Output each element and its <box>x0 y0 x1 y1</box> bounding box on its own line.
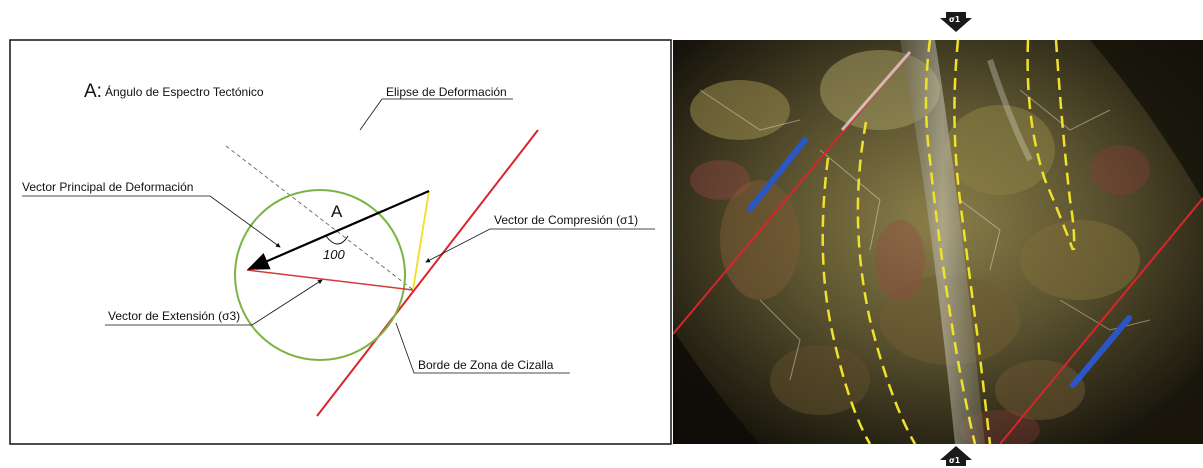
leader-compression-vector <box>425 228 655 263</box>
sigma1-bottom-arrow: σ1 <box>940 446 972 466</box>
foliation-trace-4 <box>953 40 992 444</box>
compression-vector-line <box>412 190 430 291</box>
leader-shear-zone-border <box>395 322 570 374</box>
foliation-trace-3 <box>924 40 977 444</box>
leader-principal-vector <box>22 195 281 248</box>
label-ellipse: Elipse de Deformación <box>386 85 507 99</box>
angle-title-text: Ángulo de Espectro Tectónico <box>105 84 264 99</box>
label-shear-zone-border: Borde de Zona de Cizalla <box>418 358 554 372</box>
angle-title-letter: A: <box>84 81 102 102</box>
leader-extension-vector <box>105 279 323 326</box>
kinematic-marker-lower <box>1070 315 1132 388</box>
photo-shear-border-lower <box>999 197 1203 444</box>
sigma1-top-arrow: σ1 <box>940 12 972 32</box>
outcrop-photo <box>673 40 1203 444</box>
shear-zone-border-line <box>316 129 539 417</box>
extension-vector-line <box>246 269 414 291</box>
angle-arc <box>325 235 349 245</box>
foliation-trace-2 <box>856 121 917 444</box>
svg-text:σ1: σ1 <box>949 456 960 465</box>
strain-ellipse <box>234 189 406 361</box>
diagram-panel <box>9 39 672 445</box>
kinematic-marker-upper <box>747 137 808 212</box>
foliation-trace-5 <box>1026 40 1075 251</box>
foliation-trace-6 <box>1054 40 1076 251</box>
leader-ellipse <box>359 98 513 131</box>
foliation-trace-1 <box>821 157 872 444</box>
svg-text:σ1: σ1 <box>949 15 960 24</box>
label-extension-vector: Vector de Extensión (σ3) <box>108 309 240 323</box>
label-compression-vector: Vector de Compresión (σ1) <box>494 213 638 227</box>
angle-letter: A <box>331 202 343 221</box>
label-principal-vector: Vector Principal de Deformación <box>22 180 193 194</box>
angle-value: 100 <box>323 247 345 262</box>
principal-strain-vector <box>246 189 430 271</box>
